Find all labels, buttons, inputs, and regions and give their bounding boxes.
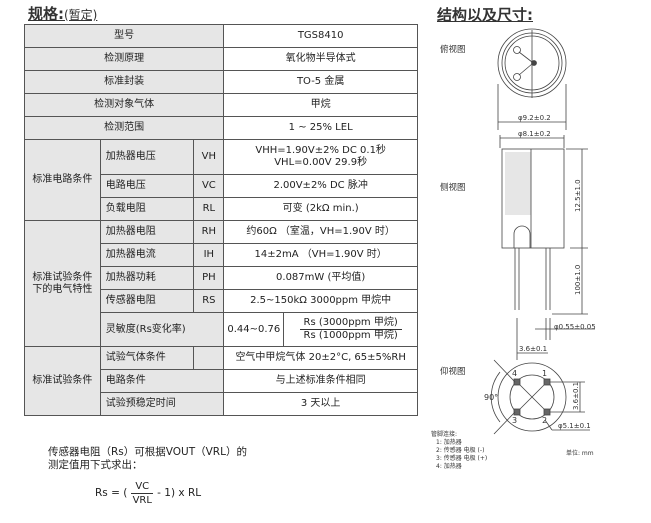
structure-title: 结构以及尺寸:	[437, 6, 533, 24]
param-symbol: VH	[193, 139, 225, 175]
row-value: TO-5 金属	[223, 70, 418, 94]
svg-text:2: 传感器 电极 (-): 2: 传感器 电极 (-)	[436, 446, 484, 454]
param-value: 空气中甲烷气体 20±2°C, 65±5%RH	[223, 346, 418, 370]
param-symbol: RH	[193, 220, 225, 244]
param-symbol: RS	[193, 289, 225, 313]
dimension-drawing: 俯视图 侧视图 仰视图 φ9.2±0.2 φ8.1±0.2 12.5±1.0 1…	[431, 28, 596, 470]
svg-text:3: 传感器 电极 (+): 3: 传感器 电极 (+)	[436, 454, 487, 462]
param-label: 加热器电流	[99, 243, 195, 267]
param-symbol: IH	[193, 243, 225, 267]
param-value: 3 天以上	[223, 392, 418, 416]
svg-text:φ8.1±0.2: φ8.1±0.2	[518, 130, 551, 138]
row-label: 检测范围	[23, 116, 225, 140]
table-row: 标准试验条件 试验气体条件 空气中甲烷气体 20±2°C, 65±5%RH	[24, 346, 418, 416]
formula-text: 传感器电阻（Rs）可根据VOUT（VRL）的测定值用下式求出：	[48, 446, 247, 471]
param-label: 加热器功耗	[99, 266, 195, 290]
param-value: 约60Ω （室温，VH=1.90V 时）	[223, 220, 418, 244]
svg-text:3: 3	[512, 416, 517, 425]
param-symbol: RL	[193, 197, 225, 221]
top-view-label: 俯视图	[440, 44, 466, 55]
param-label: 试验预稳定时间	[99, 392, 225, 416]
row-label: 型号	[23, 24, 225, 48]
svg-text:管脚连接:: 管脚连接:	[431, 430, 457, 438]
side-view	[501, 148, 565, 310]
table-row: 检测原理氧化物半导体式	[23, 47, 418, 71]
param-label: 灵敏度(Rs变化率)	[99, 312, 225, 347]
param-value: 2.00V±2% DC 脉冲	[223, 174, 418, 198]
param-label: 试验气体条件	[99, 346, 195, 370]
row-value: 甲烷	[223, 93, 418, 117]
param-label: 加热器电阻	[99, 220, 195, 244]
row-label: 检测原理	[23, 47, 225, 71]
param-label: 传感器电阻	[99, 289, 195, 313]
svg-text:1: 1	[542, 369, 547, 378]
row-value: 1 ~ 25% LEL	[223, 116, 418, 140]
group-label: 标准试验条件	[24, 346, 101, 416]
top-view	[497, 28, 567, 98]
param-label: 电路电压	[99, 174, 195, 198]
table-row: 电路条件与上述标准条件相同	[25, 369, 418, 393]
spec-subtitle: (暂定)	[64, 8, 98, 22]
bottom-view-label: 仰视图	[440, 366, 466, 377]
svg-text:φ0.55±0.05: φ0.55±0.05	[554, 323, 596, 331]
row-label: 标准封装	[23, 70, 225, 94]
param-value: 与上述标准条件相同	[223, 369, 418, 393]
svg-text:单位: mm: 单位: mm	[566, 449, 594, 457]
svg-text:90°: 90°	[484, 393, 498, 402]
svg-text:3.6±0.1: 3.6±0.1	[572, 382, 580, 410]
svg-text:4: 加热器: 4: 加热器	[436, 462, 462, 470]
svg-text:12.5±1.0: 12.5±1.0	[574, 179, 582, 212]
param-symbol: PH	[193, 266, 225, 290]
svg-text:1: 加热器: 1: 加热器	[436, 438, 462, 446]
row-label: 检测对象气体	[23, 93, 225, 117]
svg-text:100±1.0: 100±1.0	[574, 265, 582, 295]
svg-text:φ5.1±0.1: φ5.1±0.1	[558, 422, 591, 430]
param-value: 可变 (2kΩ min.)	[223, 197, 418, 221]
row-value: 氧化物半导体式	[223, 47, 418, 71]
svg-text:4: 4	[512, 369, 517, 378]
side-view-label: 侧视图	[440, 182, 466, 193]
row-value: TGS8410	[223, 24, 418, 48]
param-value: 14±2mA （VH=1.90V 时）	[223, 243, 418, 267]
param-label: 加热器电压	[99, 139, 195, 175]
group-label: 标准电路条件	[24, 139, 101, 221]
param-symbol: VC	[193, 174, 225, 198]
table-row: 检测对象气体甲烷	[23, 93, 418, 117]
param-label: 电路条件	[99, 369, 225, 393]
svg-text:3.6±0.1: 3.6±0.1	[519, 345, 547, 353]
svg-text:φ9.2±0.2: φ9.2±0.2	[518, 114, 551, 122]
sensitivity-formula: Rs (3000ppm 甲烷)Rs (1000ppm 甲烷)	[283, 312, 418, 347]
table-row: 灵敏度(Rs变化率) 0.44~0.76 Rs (3000ppm 甲烷)Rs (…	[25, 312, 418, 347]
bottom-view	[490, 359, 567, 435]
group-label: 标准试验条件下的电气特性	[24, 220, 101, 347]
param-value: 0.44~0.76	[223, 312, 285, 347]
svg-text:2: 2	[542, 416, 547, 425]
param-label: 负载电阻	[99, 197, 195, 221]
spec-title: 规格:(暂定)	[28, 5, 98, 23]
param-value: 0.087mW (平均值)	[223, 266, 418, 290]
param-value: 2.5~150kΩ 3000ppm 甲烷中	[223, 289, 418, 313]
